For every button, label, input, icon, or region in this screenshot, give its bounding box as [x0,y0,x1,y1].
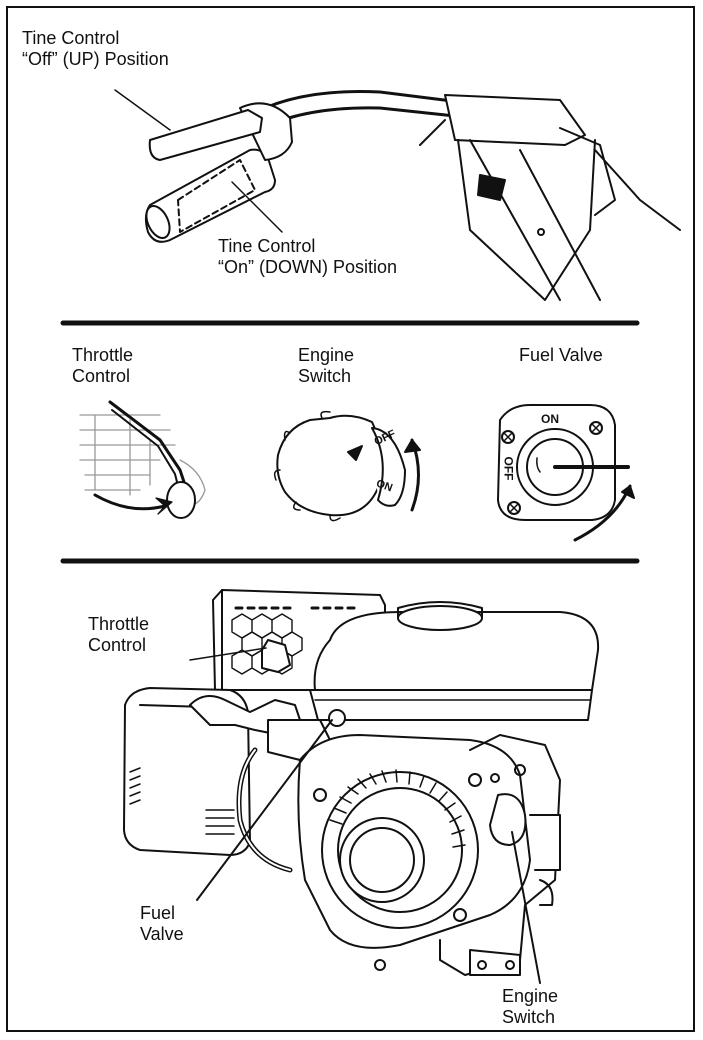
throttle-control-label-middle: Throttle Control [72,345,133,387]
engine-switch-label-bottom: Engine Switch [502,986,558,1028]
tine-control-on-label: Tine Control “On” (DOWN) Position [218,236,397,278]
throttle-control-label-bottom: Throttle Control [88,614,149,656]
tine-control-off-label: Tine Control “Off” (UP) Position [22,28,169,70]
throttle-control-line1: Throttle [72,345,134,365]
engine-switch-label-middle: Engine Switch [298,345,354,387]
fuel-valve-bottom-line2: Valve [140,924,184,944]
fuel-valve-on-marking: ON [541,412,559,426]
engine-switch-bottom-line2: Switch [502,1007,556,1027]
throttle-control-bottom-line2: Control [88,635,147,655]
engine-switch-line1: Engine [298,345,355,365]
fuel-valve-off-marking: OFF [501,456,516,481]
engine-switch-detail-illustration [273,410,421,522]
fuel-valve-bottom-line1: Fuel [140,903,176,923]
engine-switch-line2: Switch [298,366,352,386]
figure-frame [6,6,695,1032]
fuel-valve-label-middle: Fuel Valve [519,345,603,366]
fuel-valve-label-bottom: Fuel Valve [140,903,184,945]
engine-switch-bottom-line1: Engine [502,986,559,1006]
tine-control-off-line1: Tine Control [22,28,120,48]
tine-control-on-line1: Tine Control [218,236,316,256]
throttle-control-bottom-line1: Throttle [88,614,150,634]
throttle-detail-illustration [79,400,206,519]
tine-control-on-line2: “On” (DOWN) Position [218,257,398,277]
fuel-valve-detail-illustration [497,404,635,542]
tine-control-off-line2: “Off” (UP) Position [22,49,169,69]
throttle-control-line2: Control [72,366,131,386]
fuel-valve-label: Fuel Valve [519,345,603,365]
engine-illustration [123,589,600,984]
handlebar-illustration [114,89,681,301]
